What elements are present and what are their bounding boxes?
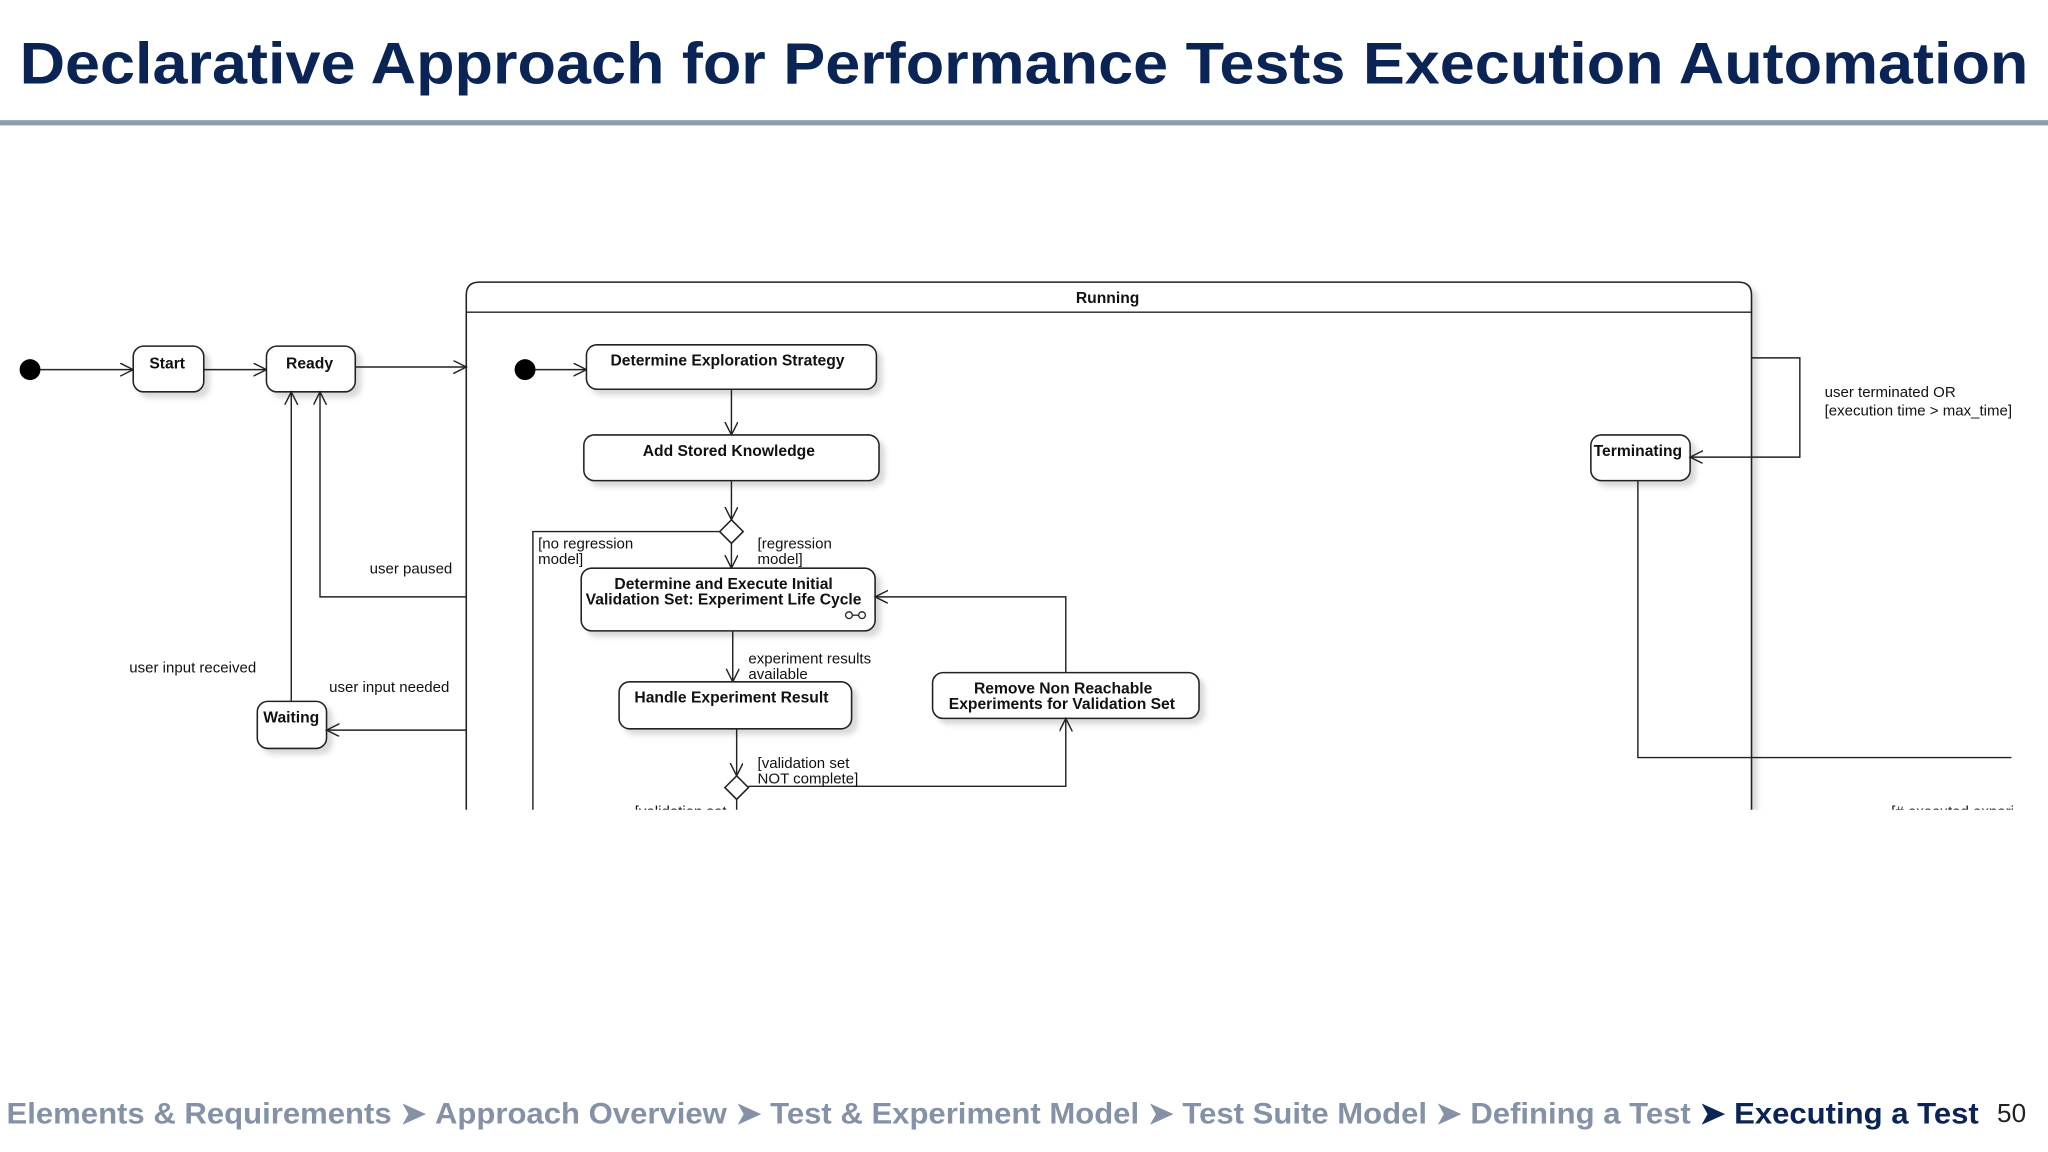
label-user-terminated: user terminated OR [1825,384,1956,401]
label-not-complete: [validation set [758,755,851,772]
breadcrumb-separator-icon: ➤ [1436,1097,1462,1130]
title-rule [0,120,2048,126]
submachine-icon [844,611,867,620]
label-user-input-needed: user input needed [329,679,449,696]
breadcrumb-item[interactable]: Defining a Test [1470,1097,1690,1130]
label-user-paused: user paused [370,560,453,577]
page-number: 50 [1997,1098,2026,1128]
label-regression-2: model] [758,551,803,568]
state-execute-initial-label-2: Validation Set: Experiment Life Cycle [586,592,862,609]
state-handle-result [618,681,853,730]
running-label: Running [1076,290,1139,307]
transition-terminating-out [1637,480,2012,759]
breadcrumb-item[interactable]: Elements & Requirements [7,1097,392,1130]
state-waiting-label: Waiting [263,709,319,726]
breadcrumb-separator-icon: ➤ [735,1097,761,1130]
label-executed-experiments: [# executed experi [1891,803,2014,820]
running-state [465,281,1753,810]
transition-remove-execute [875,597,1067,673]
breadcrumb-item-active[interactable]: Executing a Test [1734,1097,1979,1130]
breadcrumb-item[interactable]: Approach Overview [435,1097,728,1130]
state-handle-result-label: Handle Experiment Result [634,690,829,707]
state-diagram: Running Start Ready Waiting user input r… [19,281,2014,820]
breadcrumb: Elements & Requirements ➤ Approach Overv… [7,1097,1979,1130]
label-results-available-2: available [748,666,807,683]
label-not-complete-2: NOT complete] [758,771,859,788]
state-remove-label: Remove Non Reachable [974,681,1153,698]
transition-not-complete [748,718,1065,788]
label-regression: [regression [758,536,832,553]
label-no-regression-2: model] [538,551,583,568]
state-remove-label-2: Experiments for Validation Set [949,696,1176,713]
label-results-available: experiment results [748,651,871,668]
transition-running-terminating [1690,357,1801,457]
state-determine-strategy-label: Determine Exploration Strategy [610,353,844,370]
breadcrumb-separator-icon: ➤ [400,1097,426,1130]
transition-no-regression [532,530,720,810]
breadcrumb-item[interactable]: Test & Experiment Model [770,1097,1139,1130]
state-execute-initial-label: Determine and Execute Initial [614,576,832,593]
inner-initial-node [514,359,536,381]
label-user-input-received: user input received [129,660,256,677]
breadcrumb-separator-icon: ➤ [1148,1097,1174,1130]
state-ready [265,345,357,393]
label-no-regression: [no regression [538,536,633,553]
label-execution-time: [execution time > max_time] [1825,402,2012,419]
state-add-knowledge-label: Add Stored Knowledge [643,443,816,460]
breadcrumb-separator-icon: ➤ [1699,1097,1725,1130]
state-start-label: Start [149,355,185,372]
slide-title: Declarative Approach for Performance Tes… [20,32,2029,97]
label-validation-complete: [validation set [635,803,728,820]
state-ready-label: Ready [286,355,333,372]
state-terminating-label: Terminating [1594,443,1682,460]
initial-node [19,359,41,381]
breadcrumb-item[interactable]: Test Suite Model [1182,1097,1427,1130]
transition-running-ready [320,392,467,598]
